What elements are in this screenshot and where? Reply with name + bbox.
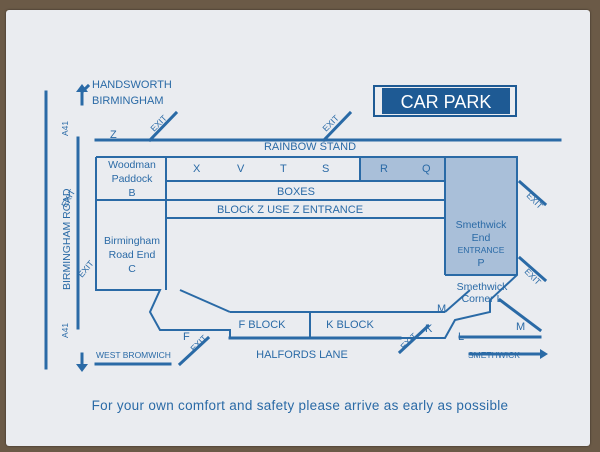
block-f-letter: F — [183, 331, 190, 343]
handsworth-arrowhead — [76, 84, 88, 92]
block-rq-shading — [360, 157, 445, 181]
block-r: R — [380, 163, 388, 175]
exit-label-bottom: EXIT — [398, 331, 418, 351]
birmingham-road-label: BIRMINGHAM ROAD — [61, 188, 73, 290]
exit-label-bottom-left: EXIT — [188, 333, 208, 353]
birmingham-road-end-line-3: C — [128, 263, 136, 275]
block-l-letter: L — [458, 331, 464, 343]
exit-road-right-1 — [517, 179, 548, 207]
birmingham-road-end-line-1: Birmingham — [104, 235, 160, 247]
exit-road-bottom-left — [177, 335, 211, 367]
exit-label-right-2: EXIT — [523, 266, 543, 286]
block-k-letter: K — [425, 323, 433, 335]
birmingham-road-end-line-2: Road End — [109, 249, 156, 261]
smethwick-arrowhead — [540, 349, 548, 359]
a41-bottom-label: A41 — [60, 323, 70, 338]
block-z-note-label: BLOCK Z USE Z ENTRANCE — [217, 204, 363, 216]
handsworth-label: HANDSWORTH — [92, 79, 172, 91]
stadium-outline — [95, 156, 518, 339]
m-corner-line — [444, 289, 471, 313]
f-corner-line — [179, 289, 231, 313]
footer-note: For your own comfort and safety please a… — [91, 398, 509, 413]
a41-top-label: A41 — [60, 121, 70, 136]
exit-label-right-1: EXIT — [525, 190, 545, 210]
block-v: V — [237, 163, 245, 175]
smethwick-end-shading — [445, 157, 517, 275]
block-m-letter-right: M — [516, 321, 525, 333]
smethwick-corner-line-1: Smethwick — [457, 281, 509, 293]
exit-road-right-2 — [517, 255, 548, 283]
smethwick-end-line-3: ENTRANCE — [458, 245, 505, 255]
block-x: X — [193, 163, 201, 175]
k-block-label: K BLOCK — [326, 319, 374, 331]
car-park-label-bg — [382, 88, 510, 114]
smethwick-end-line-2: End — [472, 232, 491, 244]
woodman-paddock-line-2: Paddock — [112, 173, 154, 185]
exit-label-top-mid: EXIT — [320, 113, 340, 133]
block-z-letter: Z — [110, 129, 117, 141]
exit-road-right-3 — [497, 297, 543, 333]
block-s: S — [322, 163, 329, 175]
birmingham-label: BIRMINGHAM — [92, 95, 164, 107]
block-t: T — [280, 163, 287, 175]
woodman-paddock-line-3: B — [128, 187, 135, 199]
exit-road-top-mid — [321, 110, 353, 143]
block-m-letter: M — [437, 303, 446, 315]
smethwick-road-label: SMETHWICK — [468, 350, 520, 360]
halfords-lane-label: HALFORDS LANE — [256, 349, 348, 361]
rainbow-stand-label: RAINBOW STAND — [264, 141, 356, 153]
block-q: Q — [422, 163, 431, 175]
smethwick-end-line-1: Smethwick — [456, 219, 508, 231]
woodman-paddock-line-1: Woodman — [108, 159, 156, 171]
car-park-label: CAR PARK — [401, 92, 492, 112]
west-bromwich-arrowhead — [76, 364, 88, 372]
west-bromwich-label: WEST BROMWICH — [96, 350, 171, 360]
smethwick-end-line-4: P — [477, 257, 484, 269]
smethwick-corner-line-2: Corner L — [462, 293, 503, 305]
boxes-label: BOXES — [277, 186, 315, 198]
f-block-label: F BLOCK — [238, 319, 286, 331]
exit-road-top-left — [147, 110, 179, 143]
